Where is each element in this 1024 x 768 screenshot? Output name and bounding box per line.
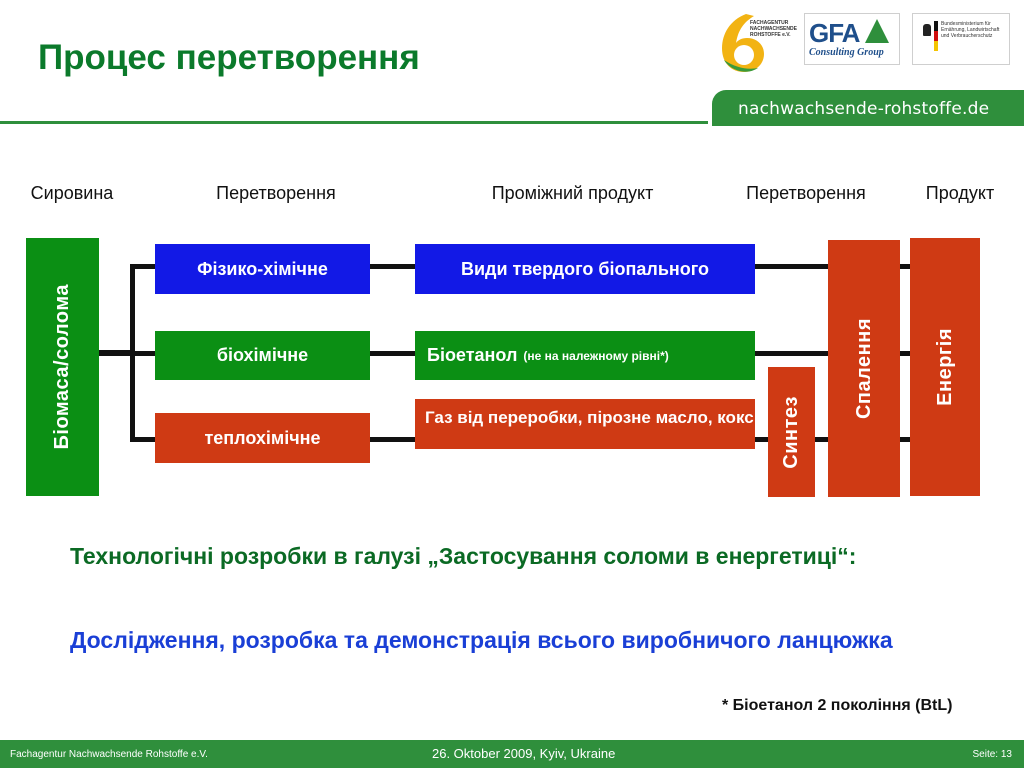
column-header-conversion-1: Перетворення bbox=[216, 183, 336, 203]
column-header-raw: Сировина bbox=[30, 183, 114, 203]
process-physicochemical-label: Фізико-хімічне bbox=[197, 258, 328, 279]
footer: Fachagentur Nachwachsende Rohstoffe e.V.… bbox=[0, 740, 1024, 768]
connector-synthesis-combustion bbox=[814, 437, 829, 442]
connector-row-1-mid bbox=[369, 264, 416, 269]
connector-biomass bbox=[98, 350, 134, 356]
footer-date-place: 26. Oktober 2009, Kyiv, Ukraine bbox=[432, 746, 616, 761]
flag-icon bbox=[934, 21, 938, 51]
intermediate-bioethanol-box: Біоетанол (не на належному рівні*) bbox=[415, 331, 755, 380]
intermediate-solid-biofuel-box: Види твердого біопального bbox=[415, 244, 755, 294]
connector-row-2-mid bbox=[369, 351, 416, 356]
process-thermochemical-label: теплохімічне bbox=[204, 427, 321, 448]
connector-to-process-3 bbox=[130, 437, 156, 442]
connector-energy-1 bbox=[899, 264, 911, 269]
synthesis-label: Синтез bbox=[780, 395, 802, 469]
website-url: nachwachsende-rohstoffe.de bbox=[712, 90, 1024, 126]
connector-to-process-1 bbox=[130, 264, 156, 269]
technology-development-text: Технологічні розробки в галузі „Застосув… bbox=[70, 543, 857, 569]
combustion-box: Спалення bbox=[828, 240, 900, 497]
research-demonstration-text: Дослідження, розробка та демонстрація вс… bbox=[70, 627, 893, 653]
triangle-icon bbox=[865, 19, 889, 43]
intermediate-gas-label: Газ від переробки, пірозне масло, кокс bbox=[425, 408, 754, 427]
gfa-logo-sub: Consulting Group bbox=[809, 47, 884, 58]
connector-row-2-right bbox=[754, 351, 829, 356]
process-thermochemical-box: теплохімічне bbox=[155, 413, 370, 463]
connector-row-1-right bbox=[754, 264, 829, 269]
process-biochemical-box: біохімічне bbox=[155, 331, 370, 380]
column-header-conversion-2: Перетворення bbox=[746, 183, 866, 203]
synthesis-box: Синтез bbox=[768, 367, 815, 497]
process-physicochemical-box: Фізико-хімічне bbox=[155, 244, 370, 294]
footnote: * Біоетанол 2 покоління (BtL) bbox=[722, 697, 953, 714]
connector-row-3-right bbox=[754, 437, 769, 442]
process-biochemical-label: біохімічне bbox=[216, 345, 309, 365]
footer-organization: Fachagentur Nachwachsende Rohstoffe e.V. bbox=[10, 749, 208, 760]
intermediate-bioethanol-label: Біоетанол bbox=[427, 345, 518, 365]
connector-energy-2 bbox=[899, 351, 911, 356]
biomass-label: Біомаса/солома bbox=[51, 284, 73, 450]
intermediate-bioethanol-note: (не на належному рівні*) bbox=[523, 348, 669, 363]
connector-row-3-mid bbox=[369, 437, 416, 442]
footer-page-number: Seite: 13 bbox=[972, 749, 1012, 760]
gfa-logo: GFA Consulting Group bbox=[804, 13, 900, 65]
intermediate-gas-box: Газ від переробки, пірозне масло, кокс bbox=[415, 399, 755, 449]
eagle-icon bbox=[923, 24, 931, 36]
gfa-logo-name: GFA bbox=[809, 18, 860, 48]
biomass-box: Біомаса/солома bbox=[26, 238, 99, 496]
connector-energy-3 bbox=[899, 437, 911, 442]
intermediate-solid-biofuel-label: Види твердого біопального bbox=[460, 258, 710, 279]
page-title: Процес перетворення bbox=[38, 38, 420, 77]
combustion-label: Спалення bbox=[852, 317, 875, 420]
column-header-product: Продукт bbox=[925, 183, 995, 203]
connector-to-process-2 bbox=[130, 351, 156, 356]
header-divider bbox=[0, 121, 708, 124]
energy-box: Енергія bbox=[910, 238, 980, 496]
fnr-logo bbox=[722, 14, 764, 72]
energy-label: Енергія bbox=[933, 328, 956, 406]
column-header-intermediate: Проміжний продукт bbox=[491, 183, 654, 203]
